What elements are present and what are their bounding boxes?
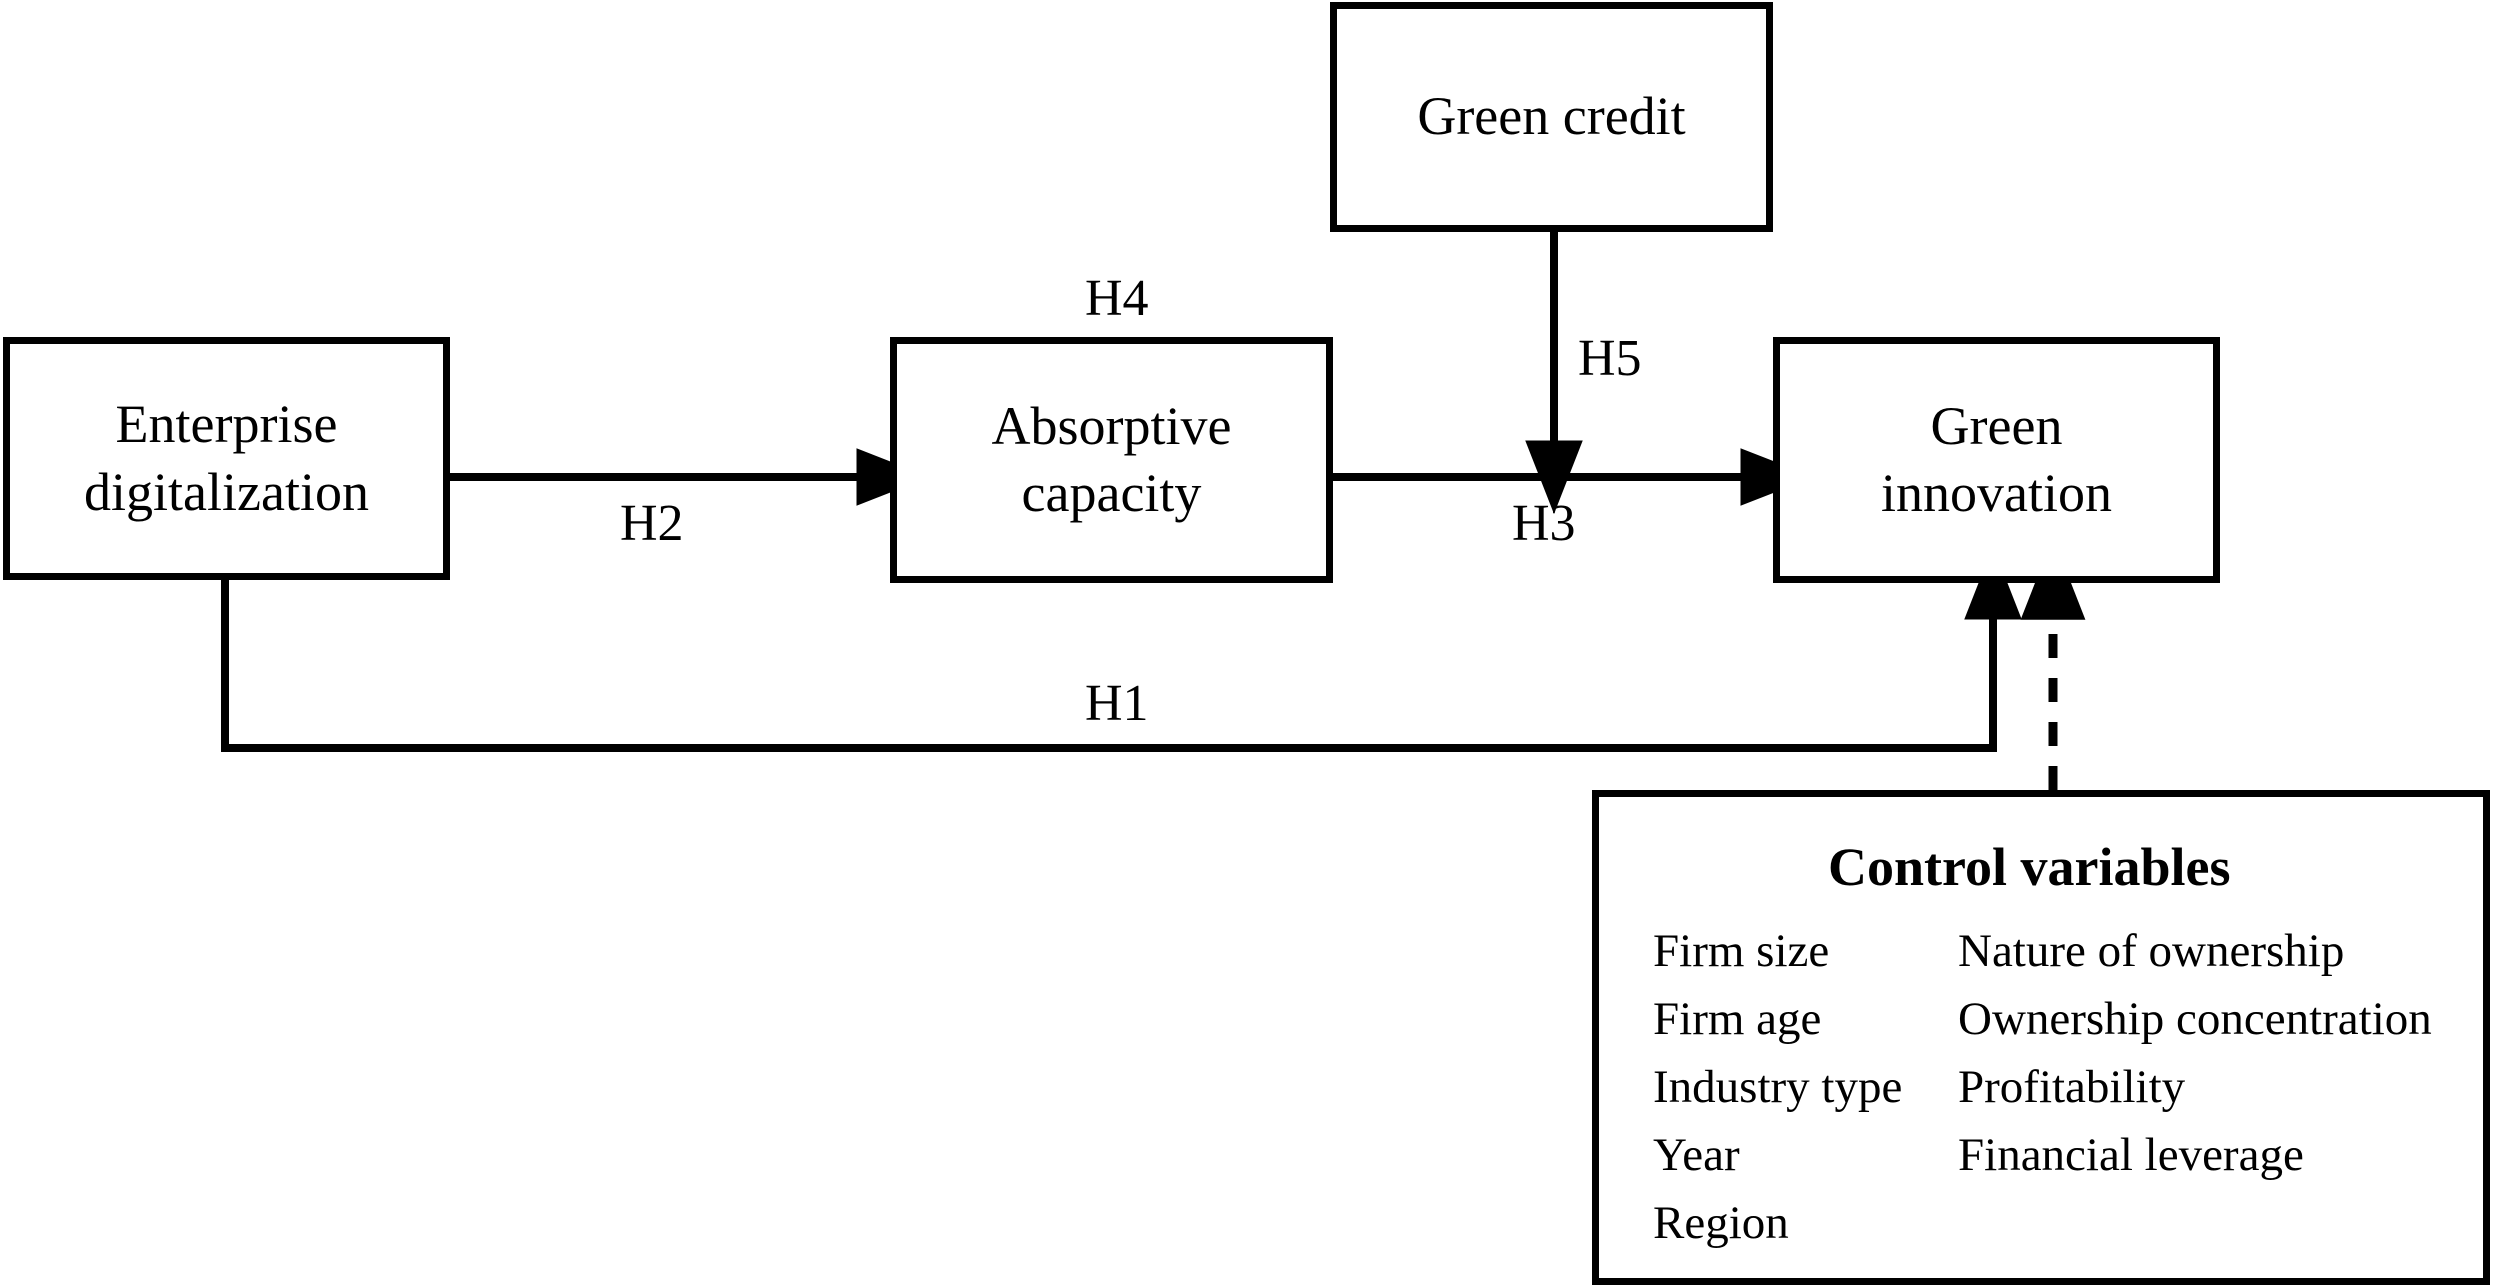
control-variables-box[interactable] — [1592, 790, 2490, 1285]
control-variable-item: Year — [1653, 1129, 1740, 1181]
control-variable-item: Industry type — [1653, 1061, 1903, 1113]
hypothesis-label-h4: H4 — [1085, 270, 1149, 327]
control-variables-title: Control variables — [1828, 837, 2231, 897]
node-enterprise-digitalization-label: Enterprise digitalization — [84, 394, 369, 522]
node-green-innovation-label: Green innovation — [1881, 395, 2112, 524]
hypothesis-label-h5: H5 — [1578, 330, 1642, 387]
node-enterprise-digitalization[interactable]: Enterprise digitalization — [3, 337, 450, 580]
control-variable-item: Ownership concentration — [1958, 993, 2432, 1045]
control-variable-item: Financial leverage — [1958, 1129, 2304, 1181]
node-green-innovation[interactable]: Green innovation — [1773, 337, 2220, 583]
node-green-credit-label: Green credit — [1417, 86, 1686, 147]
node-absorptive-capacity-label: Absorptive capacity — [991, 395, 1232, 524]
control-variable-item: Firm size — [1653, 925, 1830, 977]
hypothesis-label-h3: H3 — [1512, 495, 1576, 552]
node-absorptive-capacity[interactable]: Absorptive capacity — [890, 337, 1333, 583]
control-variable-item: Firm age — [1653, 993, 1822, 1045]
control-variable-item: Nature of ownership — [1958, 925, 2345, 977]
control-variable-item: Profitability — [1958, 1061, 2186, 1113]
node-green-credit[interactable]: Green credit — [1330, 2, 1773, 232]
control-variable-item: Region — [1653, 1197, 1789, 1249]
hypothesis-label-h1: H1 — [1085, 675, 1149, 732]
hypothesis-label-h2: H2 — [620, 495, 684, 552]
